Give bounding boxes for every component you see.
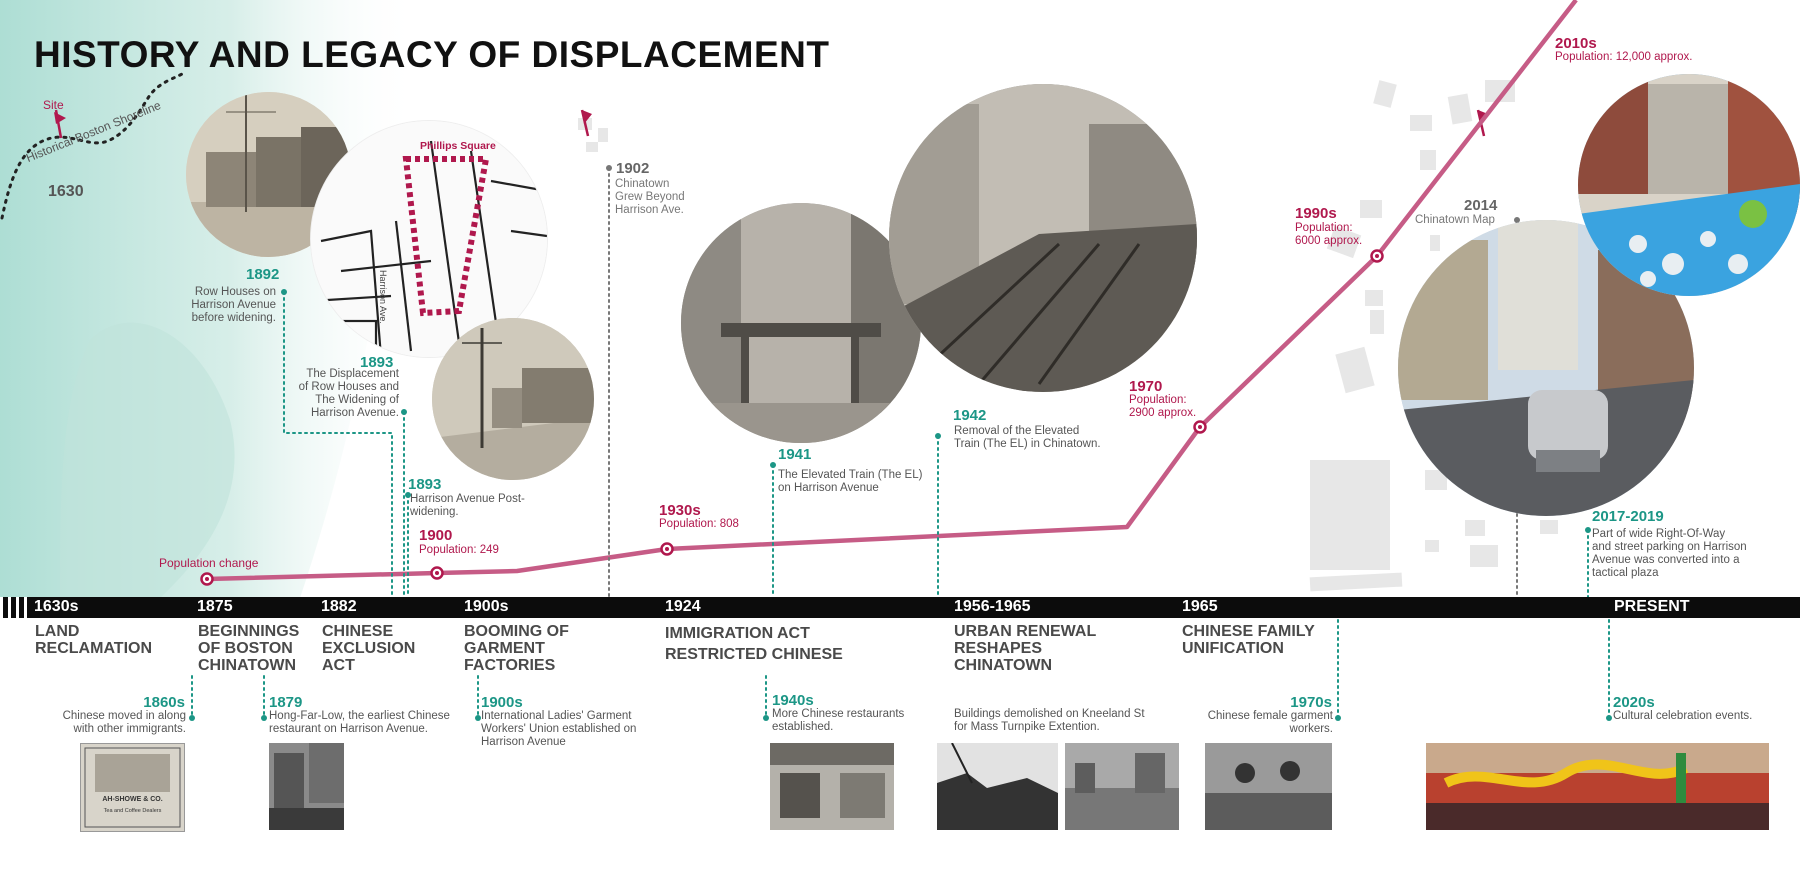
pop-text-1900: Population: 249 — [419, 544, 499, 556]
year-1893-post: 1893 — [408, 476, 442, 493]
photo-ah-showe-poster: AH-SHOWE & CO. Tea and Coffee Dealers — [80, 743, 185, 832]
bar-label-1630s: 1630s — [34, 598, 79, 615]
photo-dragon-dance — [1426, 743, 1769, 830]
population-change-label: Population change — [159, 556, 259, 570]
year-1940s: 1940s — [772, 692, 814, 709]
desc-1893-post: Harrison Avenue Post-widening. — [410, 493, 525, 518]
chinatown-map-label: Chinatown Map — [1415, 214, 1495, 226]
timeline-bar — [0, 597, 1800, 618]
year-1860s: 1860s — [143, 694, 185, 711]
year-2020s: 2020s — [1613, 694, 1655, 711]
phillips-square-label: Phillips Square — [420, 140, 496, 152]
photo-1893-post-widening — [432, 318, 594, 480]
bar-label-1956-1965: 1956-1965 — [954, 598, 1031, 615]
bar-label-1900s: 1900s — [464, 598, 509, 615]
year-2014: 2014 — [1464, 197, 1498, 214]
pop-text-2010s: Population: 12,000 approx. — [1555, 51, 1693, 63]
photo-tactical-plaza — [1578, 74, 1800, 296]
photo-1942-removal — [889, 84, 1197, 392]
shoreline-year: 1630 — [48, 183, 84, 200]
desc-1941: The Elevated Train (The EL)on Harrison A… — [778, 469, 923, 494]
pop-text-1930s: Population: 808 — [659, 518, 739, 530]
year-1902: 1902 — [616, 160, 650, 177]
desc-2020s: Cultural celebration events. — [1613, 710, 1753, 722]
year-2017-2019: 2017-2019 — [1592, 508, 1664, 525]
harrison-ave-label: Harrison Ave. — [378, 270, 388, 324]
pop-text-1970: Population:2900 approx. — [1129, 394, 1197, 419]
bar-label-1875: 1875 — [197, 598, 233, 615]
leader-1892 — [283, 291, 393, 598]
year-1900s-union: 1900s — [481, 694, 523, 711]
photo-chinese-restaurant — [770, 743, 894, 830]
population-line — [206, 0, 1578, 582]
photo-demolition-1 — [937, 743, 1058, 830]
bar-label-1882: 1882 — [321, 598, 357, 615]
pop-year-2010s: 2010s — [1555, 35, 1597, 52]
photo-1941-elevated-train — [681, 203, 921, 443]
page-title: HISTORY AND LEGACY OF DISPLACEMENT — [34, 34, 830, 75]
site-map-blocks — [578, 118, 608, 152]
water-shade — [60, 322, 235, 598]
year-1942: 1942 — [953, 407, 987, 424]
photo-hong-far-low — [269, 743, 344, 830]
timeline-bar-start — [0, 597, 30, 618]
site-pin-icon — [54, 109, 66, 139]
bar-label-1965: 1965 — [1182, 598, 1218, 615]
year-1970s: 1970s — [1290, 694, 1332, 711]
shoreline-line — [0, 72, 184, 220]
bar-label-present: PRESENT — [1614, 598, 1690, 615]
photo-garment-workers — [1205, 743, 1332, 830]
pop-year-1900: 1900 — [419, 527, 453, 544]
phillips-square-map — [310, 120, 548, 358]
pop-year-1990s: 1990s — [1295, 205, 1337, 222]
year-1941: 1941 — [778, 446, 812, 463]
pop-year-1930s: 1930s — [659, 502, 701, 519]
photo-2014-street — [1398, 220, 1694, 516]
year-1879: 1879 — [269, 694, 303, 711]
bar-label-1924: 1924 — [665, 598, 701, 615]
site-label: Site — [43, 98, 64, 112]
pop-year-1970: 1970 — [1129, 378, 1163, 395]
photo-demolition-2 — [1065, 743, 1179, 830]
site-pin-icon-2 — [580, 109, 592, 137]
year-1892: 1892 — [246, 266, 280, 283]
year-1893-displacement: 1893 — [360, 354, 394, 371]
chinatown-map-blocks — [1309, 80, 1558, 592]
pop-text-1990s: Population:6000 approx. — [1295, 222, 1363, 247]
